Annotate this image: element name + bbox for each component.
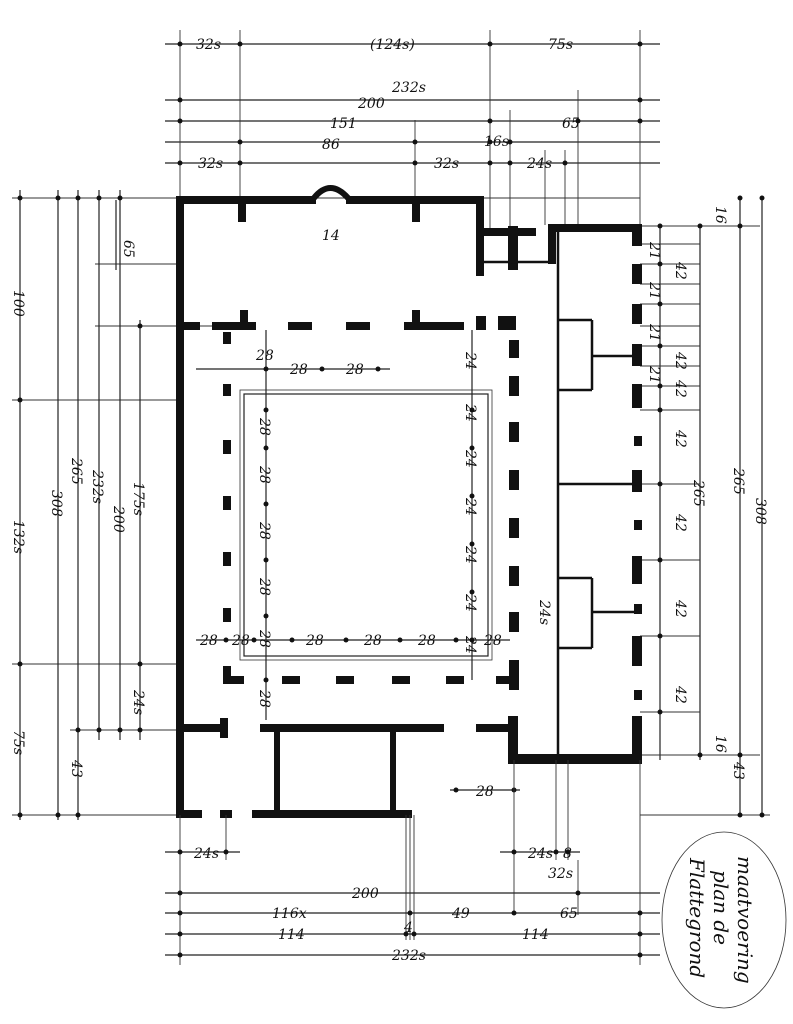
dim-court-28-16: 28 xyxy=(475,784,494,800)
dim-right-42-a: 42 xyxy=(672,261,688,280)
dim-right-21-b: 21 xyxy=(646,281,662,300)
dim-right-42-g: 42 xyxy=(672,379,688,398)
dim-court-r-24-5: 24 xyxy=(462,545,478,564)
dim-court-r-24-1: 24 xyxy=(462,351,478,370)
dim-bottom-32s: 32s xyxy=(548,866,573,882)
dim-left-175s: 175s xyxy=(130,482,146,516)
dim-bottom-232s: 232s xyxy=(391,948,426,964)
dim-right-42-c: 42 xyxy=(672,429,688,448)
dim-top-151: 151 xyxy=(330,116,357,132)
dim-top-32s-left: 32s xyxy=(198,156,223,172)
left-dimension-lines: 65 100 308 265 232s 200 175s 132s 24s 75… xyxy=(10,190,640,820)
dim-court-28-6: 28 xyxy=(256,521,272,540)
right-dimension-lines: 16 21 21 21 21 42 42 42 42 42 42 42 265 … xyxy=(620,195,770,818)
dim-court-28-12: 28 xyxy=(305,633,324,649)
dim-court-28-11: 28 xyxy=(231,633,250,649)
dim-right-42-f: 42 xyxy=(672,685,688,704)
dim-right-308: 308 xyxy=(752,498,768,525)
dim-left-65: 65 xyxy=(120,240,136,258)
dim-court-28-9: 28 xyxy=(256,689,272,708)
dim-top-200: 200 xyxy=(357,96,385,112)
dim-court-r-24-7: 24 xyxy=(462,635,478,654)
dim-court-28-2: 28 xyxy=(289,362,308,378)
dim-top-86: 86 xyxy=(322,137,340,153)
courtyard: 28 28 28 28 28 28 28 28 28 28 28 28 28 2… xyxy=(196,330,552,800)
dim-court-28-4: 28 xyxy=(256,417,272,436)
dim-right-265-a: 265 xyxy=(690,479,706,507)
dim-left-75s: 75s xyxy=(10,730,26,755)
dim-bottom-200: 200 xyxy=(351,886,379,902)
dim-right-21-d: 21 xyxy=(646,365,662,384)
dim-right-42-e: 42 xyxy=(672,599,688,618)
dim-left-265: 265 xyxy=(68,457,84,485)
dim-court-r-24-4: 24 xyxy=(462,497,478,516)
dim-bottom-24s-right: 24s xyxy=(527,846,553,862)
dim-top-65: 65 xyxy=(562,116,580,132)
dim-court-r-24-6: 24 xyxy=(462,593,478,612)
dim-top-24s: 24s xyxy=(526,156,552,172)
annotation-line-2: plan de xyxy=(709,870,733,945)
dim-court-28-3: 28 xyxy=(345,362,364,378)
dim-top-124s: (124s) xyxy=(370,37,415,53)
dim-top-75s: 75s xyxy=(548,37,573,53)
dim-left-100: 100 xyxy=(10,290,26,317)
dim-left-232s: 232s xyxy=(89,469,105,504)
dim-right-16-bottom: 16 xyxy=(712,735,728,753)
dim-bottom-116x: 116x xyxy=(272,906,307,922)
dim-court-28-5: 28 xyxy=(256,465,272,484)
dim-court-28-15: 28 xyxy=(483,633,502,649)
dim-right-21-a: 21 xyxy=(646,241,662,260)
dim-top-14: 14 xyxy=(322,228,340,244)
dim-left-132s: 132s xyxy=(10,520,26,554)
dim-right-43: 43 xyxy=(730,761,746,780)
dim-top-32s: 32s xyxy=(196,37,221,53)
dim-bottom-24s-left: 24s xyxy=(193,846,219,862)
dim-bottom-4: 4 xyxy=(403,920,413,936)
dim-court-r-24-3: 24 xyxy=(462,449,478,468)
annotation-line-1: maatvoering xyxy=(733,856,757,984)
dim-left-24s: 24s xyxy=(130,689,146,715)
dim-court-28-8: 28 xyxy=(256,629,272,648)
dim-right-265-b: 265 xyxy=(730,467,746,495)
dim-right-42-d: 42 xyxy=(672,513,688,532)
dim-court-28-13: 28 xyxy=(363,633,382,649)
dim-side-24s: 24s xyxy=(536,599,552,625)
dim-right-21-c: 21 xyxy=(646,323,662,342)
dim-court-28-10: 28 xyxy=(199,633,218,649)
dim-court-28-1: 28 xyxy=(255,348,274,364)
annotation-line-3: Flattegrond xyxy=(685,857,709,978)
dim-top-232s: 232s xyxy=(391,80,426,96)
building-walls xyxy=(176,185,642,818)
bottom-dimension-lines: 24s 24s 8 32s 200 116x 49 65 114 4 114 2… xyxy=(165,760,660,965)
top-dimension-lines: 32s (124s) 75s 232s 200 151 65 86 16s 32… xyxy=(165,30,660,244)
dim-right-42-b: 42 xyxy=(672,351,688,370)
dim-top-16s: 16s xyxy=(484,134,509,150)
dim-bottom-114-right: 114 xyxy=(522,927,549,943)
dim-bottom-8: 8 xyxy=(563,846,572,862)
dim-bottom-114-left: 114 xyxy=(278,927,305,943)
dim-right-16-top: 16 xyxy=(712,206,728,224)
dim-court-28-14: 28 xyxy=(417,633,436,649)
dim-left-43: 43 xyxy=(68,759,84,778)
dim-left-200: 200 xyxy=(110,505,126,533)
dim-left-308: 308 xyxy=(48,490,64,517)
dim-court-r-24-2: 24 xyxy=(462,403,478,422)
dim-court-28-7: 28 xyxy=(256,577,272,596)
title-annotation: maatvoering plan de Flattegrond xyxy=(661,831,787,1009)
dim-top-32s-right: 32s xyxy=(434,156,459,172)
dim-bottom-65: 65 xyxy=(560,906,578,922)
dim-bottom-49: 49 xyxy=(451,906,470,922)
